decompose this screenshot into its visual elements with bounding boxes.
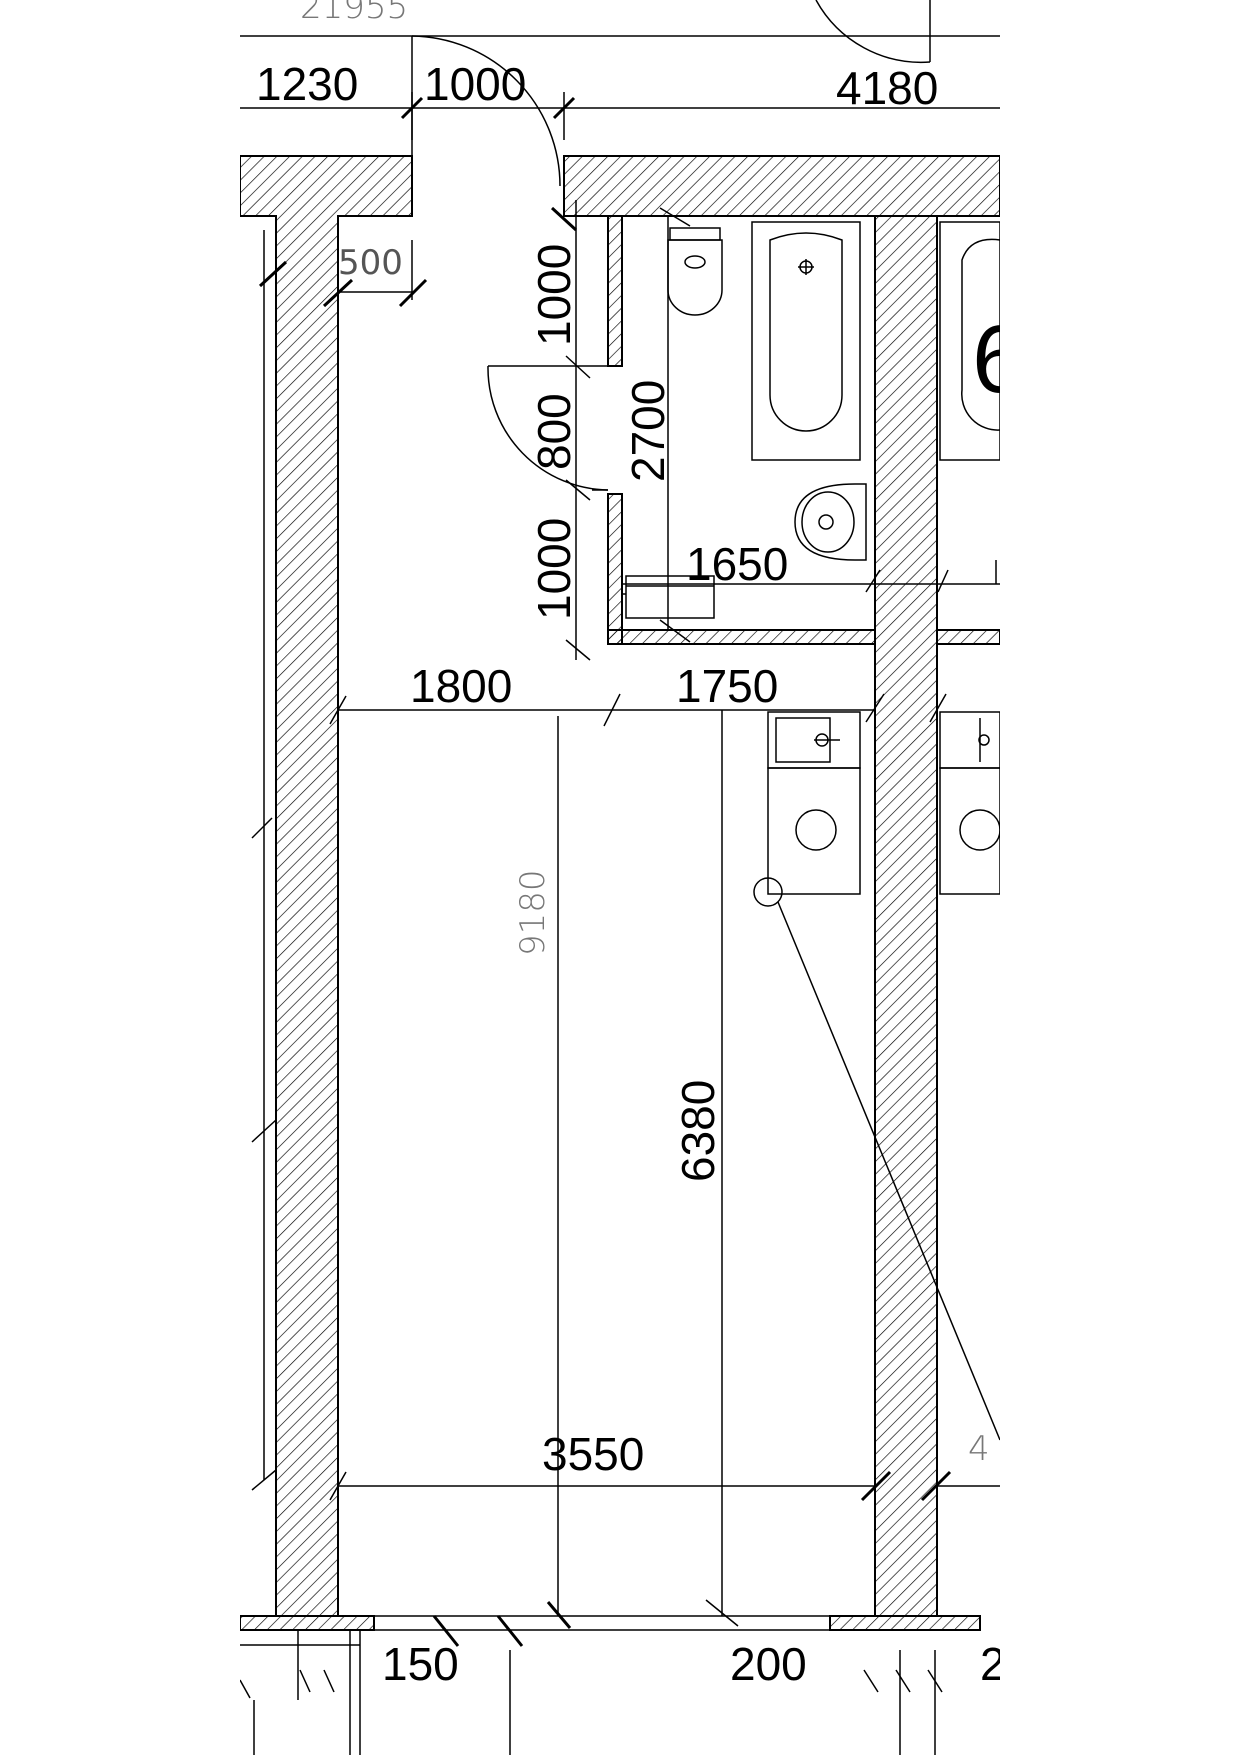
leader-marker bbox=[753, 877, 1001, 1441]
wall-bath-partition-lower bbox=[607, 493, 623, 645]
entrance-door-swing bbox=[411, 35, 561, 187]
walls bbox=[239, 155, 1001, 1631]
sanitary-fixtures bbox=[622, 221, 1001, 895]
washbasin-icon bbox=[794, 483, 867, 561]
wall-neighbour bbox=[936, 629, 1001, 645]
neighbour-door-swing bbox=[815, 0, 931, 64]
wall-top-right bbox=[563, 155, 1001, 217]
wall-bath-bottom bbox=[607, 629, 876, 645]
wc-icon bbox=[667, 239, 723, 316]
bath-shelf bbox=[625, 575, 715, 619]
section-marker-icon bbox=[753, 877, 783, 907]
dimension-lines bbox=[239, 35, 1000, 1699]
dim-top-overall: 21955 bbox=[300, 0, 408, 27]
wall-bath-partition-upper bbox=[607, 215, 623, 367]
dim-bottom-right: 200 bbox=[730, 1638, 807, 1690]
stove-icon bbox=[767, 767, 861, 895]
wall-bottom-left bbox=[239, 1615, 375, 1631]
bottom-facade bbox=[240, 1615, 936, 1755]
doors bbox=[411, 0, 931, 491]
bathtub-icon bbox=[751, 221, 861, 461]
wc-tank bbox=[669, 227, 721, 241]
dim-top-right: 4180 bbox=[836, 62, 938, 114]
dim-bath-height: 2700 bbox=[622, 380, 674, 482]
dim-vert-upper: 1000 bbox=[528, 244, 580, 346]
dim-top-left: 1230 bbox=[256, 58, 358, 110]
dim-right-partial: 4 bbox=[968, 1429, 990, 1469]
dim-total-depth: 9180 bbox=[513, 869, 553, 956]
dim-bottom-left: 150 bbox=[382, 1638, 459, 1690]
dim-room-depth: 6380 bbox=[672, 1080, 724, 1182]
left-crop-mask bbox=[0, 0, 240, 1755]
dim-vert-door: 800 bbox=[528, 393, 580, 470]
right-crop-mask bbox=[1000, 0, 1240, 1755]
wall-right bbox=[874, 215, 938, 1617]
bath-door-swing bbox=[487, 365, 609, 491]
wall-top-left bbox=[239, 155, 413, 1617]
dim-vert-lower: 1000 bbox=[528, 518, 580, 620]
dim-corridor-width: 1800 bbox=[410, 660, 512, 712]
dim-bath-width: 1650 bbox=[686, 538, 788, 590]
dim-full-width: 3550 bbox=[542, 1428, 644, 1480]
dim-wall-small: 500 bbox=[338, 243, 403, 283]
dim-room-width: 1750 bbox=[676, 660, 778, 712]
wall-bottom-right bbox=[829, 1615, 981, 1631]
dim-top-door: 1000 bbox=[424, 58, 526, 110]
